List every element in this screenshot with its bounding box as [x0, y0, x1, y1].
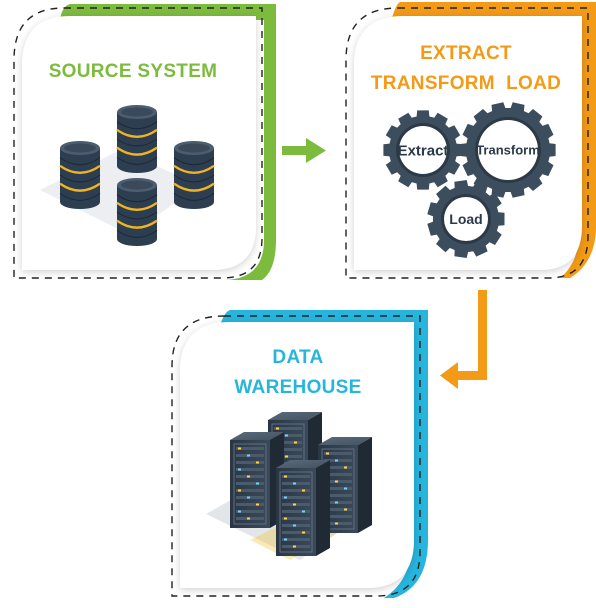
warehouse-card-title-line2: WAREHOUSE: [234, 377, 361, 398]
warehouse-card: DATA WAREHOUSE: [171, 310, 428, 598]
arrow-etl-to-warehouse: [440, 290, 487, 389]
etl-card-title-line1: EXTRACT: [420, 43, 512, 64]
server-rack-icon: [206, 412, 372, 560]
gear-extract-icon: Extract: [383, 110, 463, 190]
warehouse-card-title-line1: DATA: [272, 347, 323, 368]
database-stack-icon: [40, 105, 215, 246]
etl-card-accent-right: [560, 14, 596, 278]
gear-transform-icon: Transform: [460, 102, 556, 198]
source-card-title: SOURCE SYSTEM: [49, 61, 218, 82]
gear-load-icon: Load: [427, 180, 505, 258]
server-rack: [276, 460, 330, 556]
etl-card-title-line2: TRANSFORM LOAD: [371, 73, 561, 94]
arrow-source-to-etl: [282, 138, 326, 163]
etl-card-dashed-border: [345, 7, 589, 279]
gear-label: Extract: [398, 142, 449, 159]
server-rack: [230, 432, 284, 528]
source-system-card: SOURCE SYSTEM: [13, 4, 276, 280]
etl-card-accent-top: [392, 2, 596, 18]
gear-label: Load: [449, 211, 482, 227]
database-cylinder-icon: [59, 141, 101, 209]
warehouse-card-dashed-border: [171, 315, 421, 597]
etl-card: EXTRACT TRANSFORM LOAD Extract TransformL…: [345, 2, 596, 279]
database-cylinder-icon: [173, 141, 215, 209]
gear-label: Transform: [476, 143, 540, 158]
database-cylinder-icon: [116, 105, 158, 173]
database-cylinder-icon: [116, 178, 158, 246]
warehouse-card-accent-right: [384, 318, 428, 598]
